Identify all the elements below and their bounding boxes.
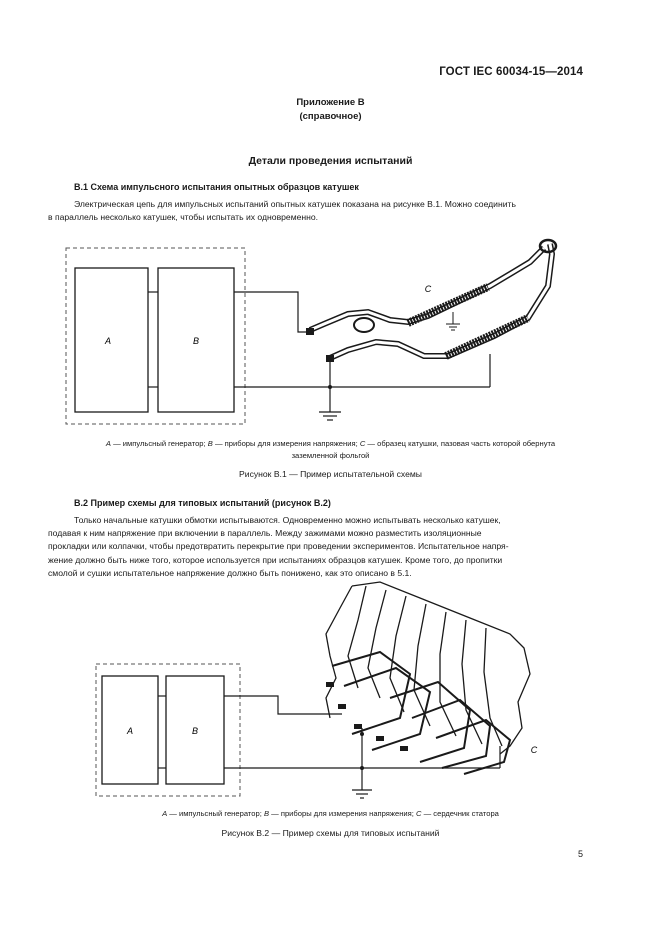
b2-legend: A — импульсный генератор; B — приборы дл… (40, 808, 621, 820)
section1-line-1: Электрическая цепь для импульсных испыта… (74, 199, 516, 209)
b1-label-b: B (193, 336, 199, 346)
annex-title: Приложение В (296, 97, 365, 108)
b2-stator-core (325, 581, 531, 775)
section2-paragraph: Только начальные катушки обмотки испытыв… (48, 514, 581, 580)
b1-lower-wire (234, 360, 331, 388)
annex-subtitle: (справочное) (299, 111, 362, 122)
b1-legend-line-1: A — импульсный генератор; B — приборы дл… (105, 439, 556, 448)
section2-line-4: жение должно быть ниже того, которое исп… (48, 554, 503, 565)
b1-caption: Рисунок В.1 — Пример испытательной схемы (239, 469, 422, 479)
b1-ground-icon (319, 411, 341, 421)
figure-b1: A B C (65, 238, 558, 425)
figure-b2: A B C (95, 581, 538, 799)
main-title: Детали проведения испытаний (248, 155, 413, 167)
b1-legend-line-2: заземленной фольгой (291, 451, 370, 460)
b2-ground-icon (352, 789, 372, 799)
b2-label-b: B (192, 726, 198, 736)
b1-label-c: C (425, 284, 432, 294)
b1-upper-wire (234, 291, 310, 333)
section2-heading: В.2 Пример схемы для типовых испытаний (… (74, 498, 331, 508)
section1-heading: В.1 Схема импульсного испытания опытных … (74, 182, 359, 192)
page-number: 5 (577, 849, 583, 859)
b2-legend-line-1: A — импульсный генератор; B — приборы дл… (162, 809, 499, 818)
b1-coil-sample (306, 238, 558, 362)
b2-label-a: A (126, 726, 133, 736)
section1-paragraph: Электрическая цепь для импульсных испыта… (48, 198, 581, 224)
b2-dashed-frame (95, 663, 241, 797)
b1-block-b (157, 267, 235, 413)
b1-label-a: A (104, 336, 111, 346)
standard-designation: ГОСТ IEC 60034-15—2014 (439, 66, 583, 78)
b1-foil-ground-icon (446, 323, 460, 331)
b2-block-a (101, 675, 159, 785)
section1-line-2: в параллель несколько катушек, чтобы исп… (48, 212, 319, 223)
b2-upper-wire (224, 695, 342, 715)
b2-block-b (165, 675, 225, 785)
b1-block-a (74, 267, 149, 413)
b1-dashed-frame (65, 247, 246, 425)
annex-heading: Приложение В (справочное) (0, 96, 661, 124)
b2-caption: Рисунок В.2 — Пример схемы для типовых и… (221, 828, 440, 838)
b1-legend: A — импульсный генератор; B — приборы дл… (40, 438, 621, 462)
b2-label-c: C (531, 745, 538, 755)
section2-line-2: подавая к ним напряжение при включении в… (48, 528, 482, 539)
section2-line-1: Только начальные катушки обмотки испытыв… (74, 515, 501, 525)
section2-line-5: смолой и сушки испытательное напряжение … (48, 567, 412, 578)
section2-line-3: прокладки или колпачки, чтобы предотврат… (48, 541, 509, 552)
